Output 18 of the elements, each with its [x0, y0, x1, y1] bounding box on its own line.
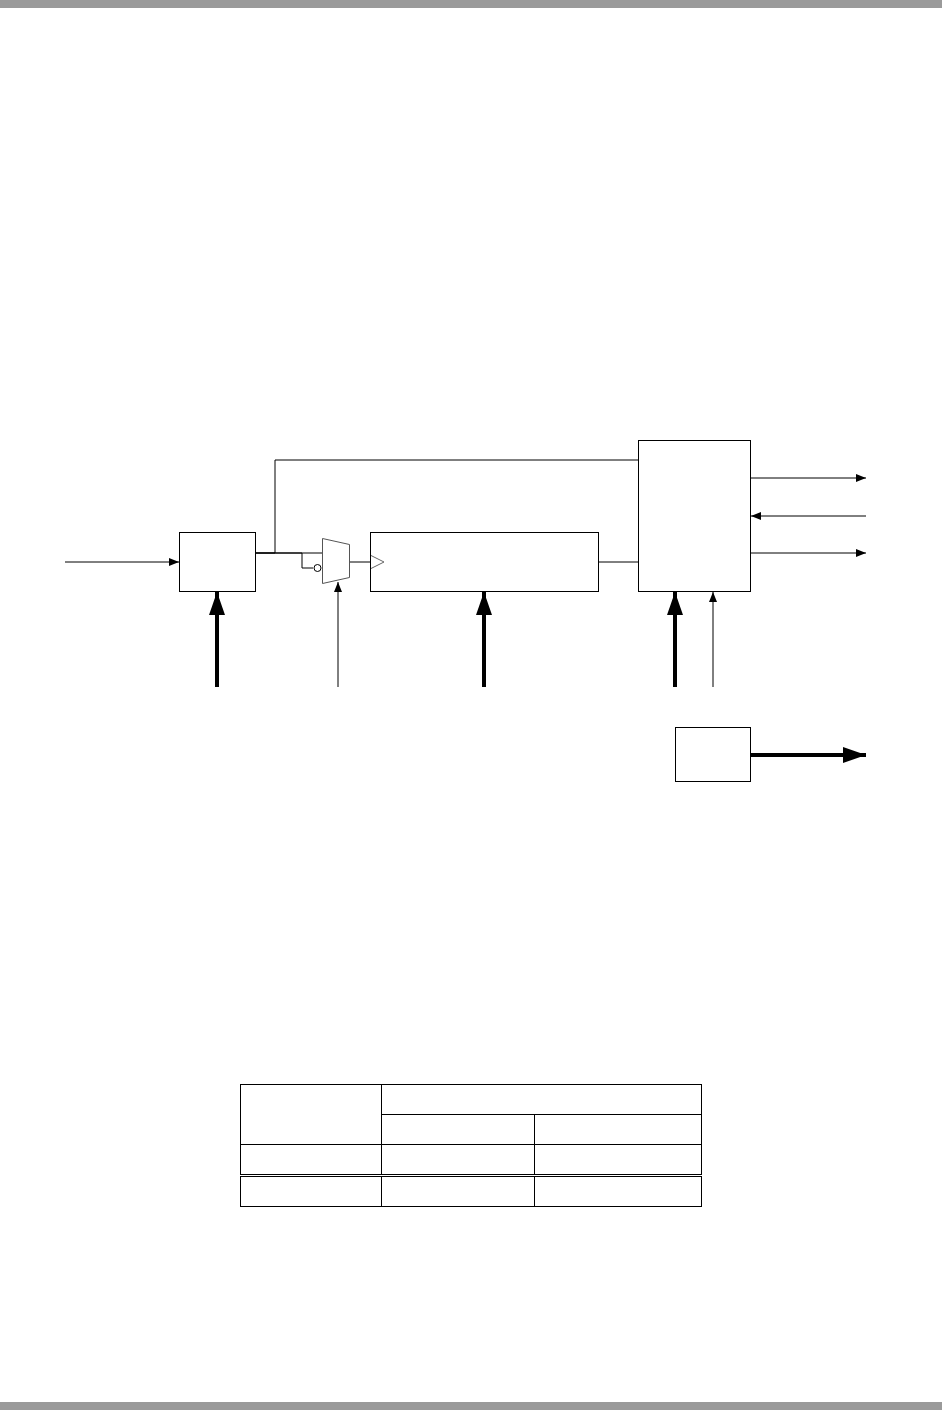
arrow	[750, 474, 867, 482]
arrow	[209, 592, 225, 687]
arrow	[709, 591, 717, 688]
arrow	[750, 512, 867, 520]
arrow	[476, 592, 492, 687]
block-box	[638, 440, 751, 592]
arrow	[334, 581, 342, 688]
block-box	[179, 532, 256, 592]
arrow	[750, 549, 867, 557]
arrow	[64, 558, 180, 566]
connector-line	[598, 561, 639, 563]
block-box	[675, 727, 751, 782]
clocked-block-box	[370, 532, 599, 592]
multiplexer-symbol	[313, 538, 350, 584]
arrow	[349, 554, 385, 570]
arrow	[751, 747, 866, 763]
connector-line	[255, 459, 639, 554]
arrow	[667, 592, 683, 687]
